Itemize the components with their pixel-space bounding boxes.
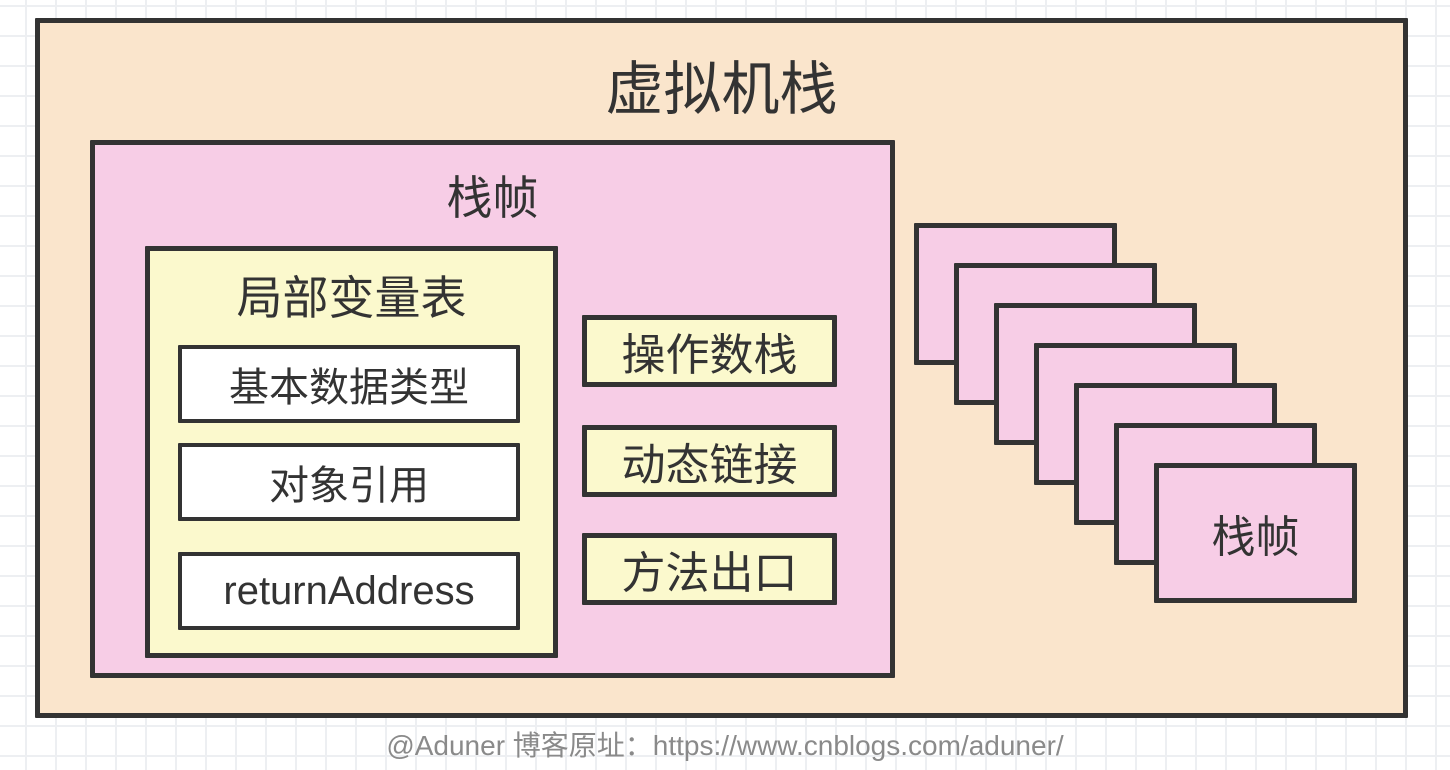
dynamic-linking-box: 动态链接 <box>582 425 837 497</box>
method-exit-box: 方法出口 <box>582 533 837 605</box>
stack-frame-title: 栈帧 <box>446 172 539 224</box>
local-variable-table-title: 局部变量表 <box>236 272 467 324</box>
lvt-item-return-address: returnAddress <box>178 552 520 630</box>
lvt-item-object-reference: 对象引用 <box>178 443 520 521</box>
operand-stack-box: 操作数栈 <box>582 315 837 387</box>
stack-frame-card-front: 栈帧 <box>1154 463 1357 603</box>
caption-attribution: @Aduner 博客原址：https://www.cnblogs.com/adu… <box>386 730 1064 761</box>
vm-stack-title: 虚拟机栈 <box>605 57 838 122</box>
lvt-item-primitive-types: 基本数据类型 <box>178 345 520 423</box>
